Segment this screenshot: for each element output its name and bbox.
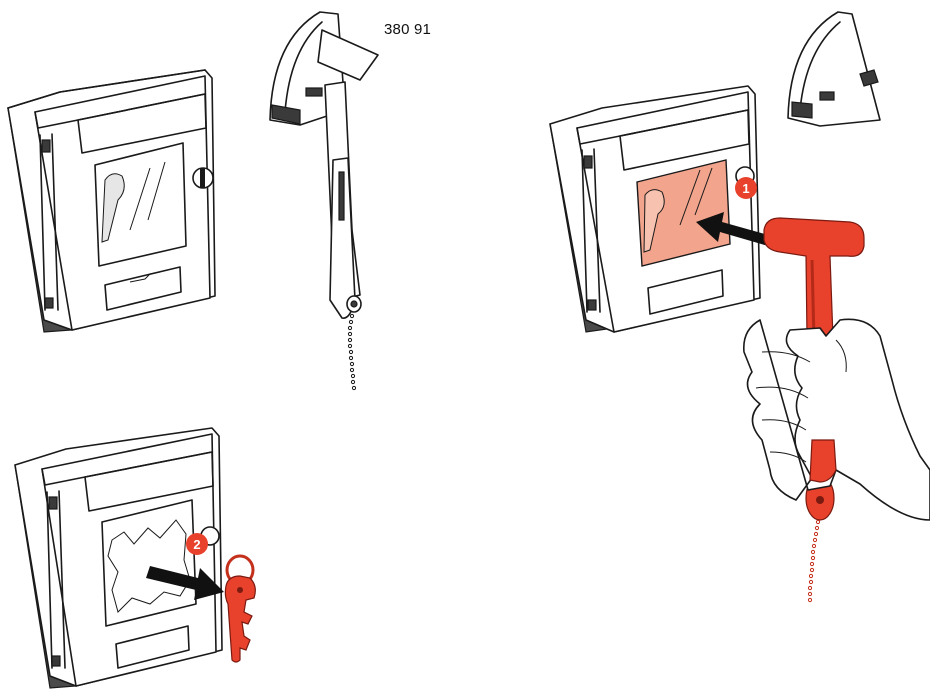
part-number-label: 380 91 bbox=[384, 21, 432, 38]
step-2-badge: 2 bbox=[186, 533, 208, 555]
call-point-intact bbox=[7, 69, 216, 333]
bead-chain bbox=[347, 313, 357, 391]
svg-text:2: 2 bbox=[193, 537, 200, 552]
broken-glass-highlight bbox=[636, 159, 731, 267]
red-key bbox=[224, 554, 256, 663]
test-key-accessory bbox=[269, 11, 379, 391]
step-1-badge: 1 bbox=[735, 177, 757, 199]
step-2-arrow bbox=[146, 566, 224, 600]
spare-bracket bbox=[787, 11, 881, 127]
red-bead-chain bbox=[807, 519, 821, 603]
svg-text:1: 1 bbox=[742, 181, 749, 196]
call-point-breaking bbox=[549, 85, 761, 333]
hand-holding-hammer bbox=[743, 318, 930, 521]
step-1-arrow bbox=[696, 212, 772, 246]
call-point-glass-removed bbox=[14, 427, 223, 689]
